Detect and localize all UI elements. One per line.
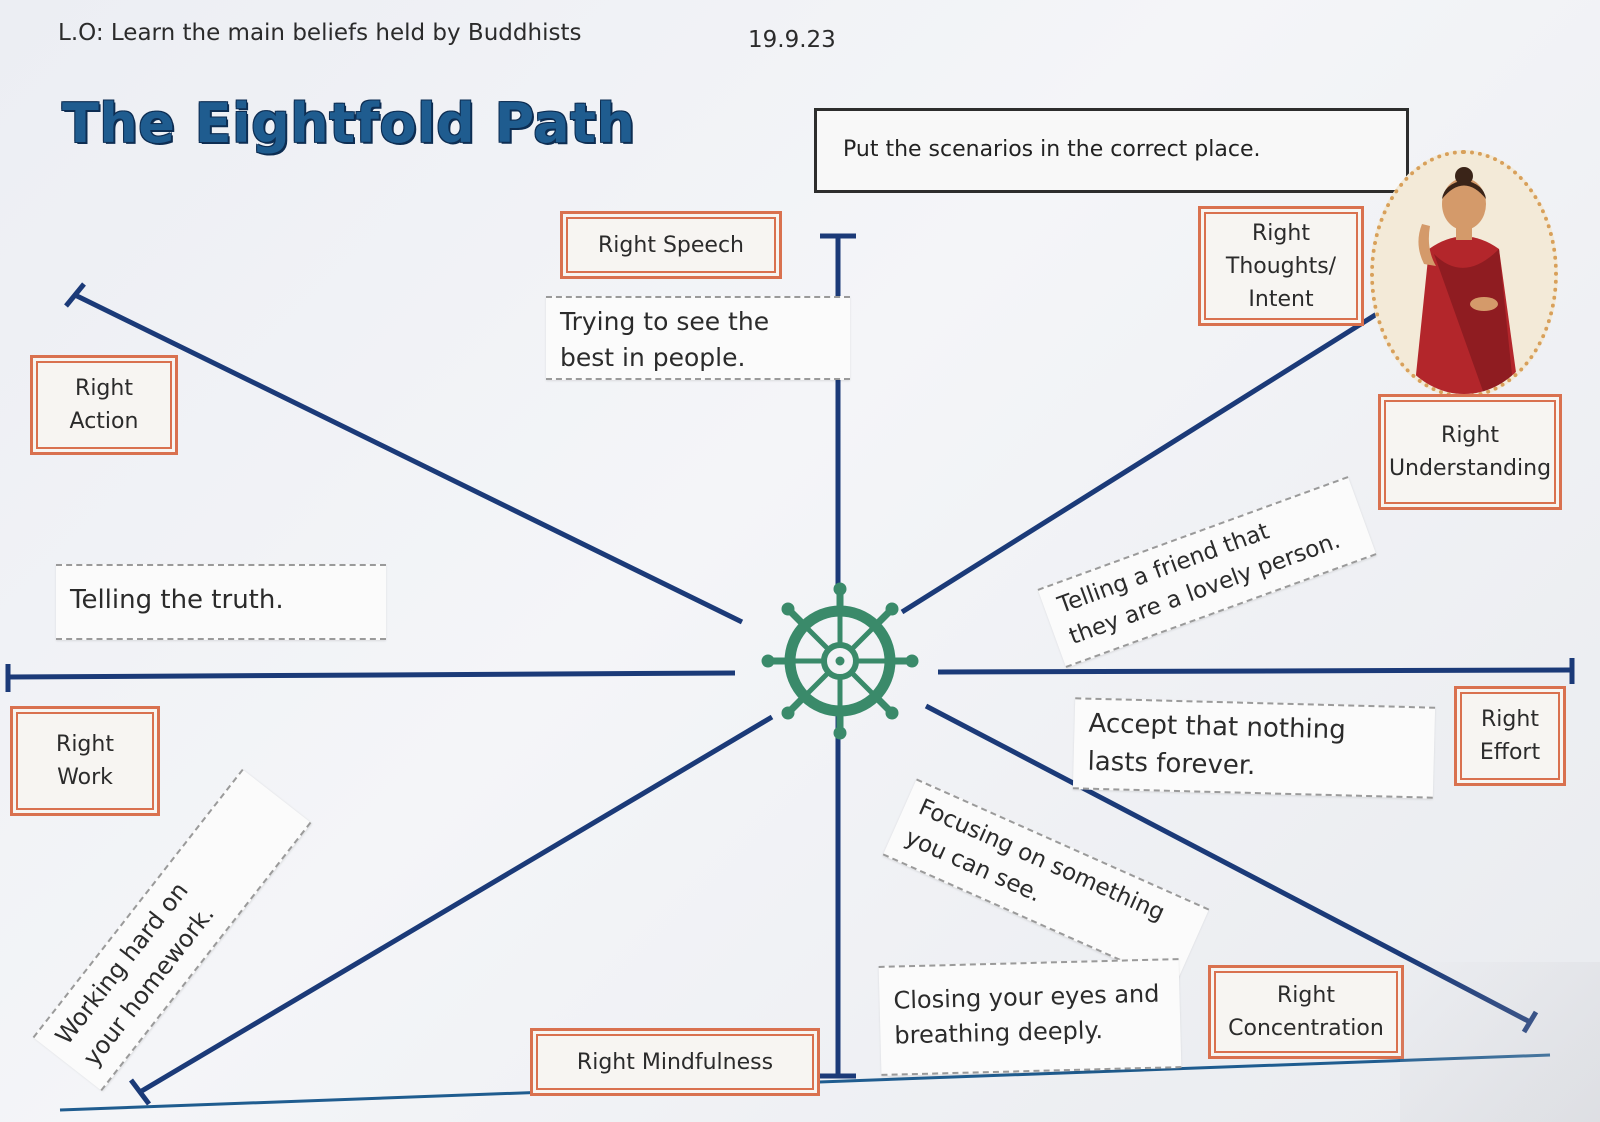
scenario-closing-eyes[interactable]: Closing your eyes and breathing deeply. bbox=[878, 958, 1182, 1076]
spoke-upper-right bbox=[900, 309, 1382, 615]
spoke-lower-right bbox=[924, 703, 1532, 1025]
label-right-understanding: Right Understanding bbox=[1378, 394, 1562, 510]
page-title: The Eightfold Path bbox=[62, 92, 636, 155]
label-right-mindfulness: Right Mindfulness bbox=[530, 1028, 820, 1096]
spoke-upper-left-cap bbox=[64, 282, 86, 308]
label-right-speech: Right Speech bbox=[560, 211, 782, 279]
label-right-concentration: Right Concentration bbox=[1208, 965, 1404, 1059]
spoke-upper-left bbox=[73, 292, 744, 625]
label-right-work: Right Work bbox=[10, 706, 160, 816]
spoke-right bbox=[937, 667, 1571, 675]
scenario-truth[interactable]: Telling the truth. bbox=[56, 564, 386, 640]
label-right-effort: Right Effort bbox=[1454, 686, 1566, 786]
date: 19.9.23 bbox=[748, 27, 836, 53]
spoke-lower-right-cap bbox=[1521, 1010, 1539, 1034]
learning-objective: L.O: Learn the main beliefs held by Budd… bbox=[58, 20, 582, 46]
spoke-lower-left bbox=[138, 714, 774, 1095]
paper-gloss bbox=[1400, 962, 1600, 1122]
instruction-text: Put the scenarios in the correct place. bbox=[843, 137, 1261, 162]
buddha-figure-icon bbox=[1370, 150, 1558, 398]
spoke-lower-left-cap bbox=[129, 1078, 151, 1106]
instruction-box: Put the scenarios in the correct place. bbox=[814, 108, 1409, 193]
label-right-thoughts: Right Thoughts/ Intent bbox=[1198, 206, 1364, 326]
dharma-wheel-icon bbox=[761, 582, 919, 740]
scenario-see-best[interactable]: Trying to see the best in people. bbox=[546, 296, 850, 380]
label-right-action: Right Action bbox=[30, 355, 178, 455]
scenario-nothing-lasts[interactable]: Accept that nothing lasts forever. bbox=[1072, 697, 1436, 799]
spoke-left bbox=[7, 670, 736, 680]
